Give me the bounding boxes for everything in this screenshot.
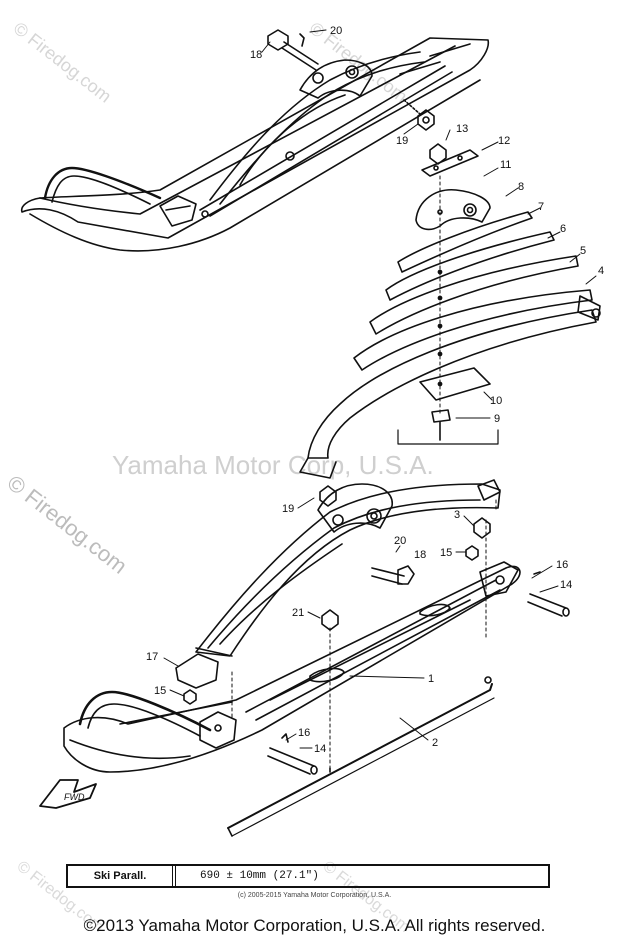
watermark-yamaha: Yamaha Motor Corp, U.S.A. bbox=[112, 450, 434, 480]
callout-14-front: 14 bbox=[314, 743, 326, 755]
callout-13: 13 bbox=[456, 123, 468, 135]
callout-16-front: 16 bbox=[298, 727, 310, 739]
spec-table: Ski Parall. 690 ± 10mm (27.1") bbox=[66, 864, 550, 888]
spring-stack bbox=[299, 143, 601, 479]
front-marker-text: FWD bbox=[64, 792, 85, 802]
callout-18-top: 18 bbox=[250, 49, 262, 61]
callout-14-rear: 14 bbox=[560, 579, 572, 591]
callout-15-rear: 15 bbox=[440, 547, 452, 559]
callout-17: 17 bbox=[146, 651, 158, 663]
top-ski-assembly bbox=[20, 37, 490, 252]
callout-6: 6 bbox=[560, 223, 566, 235]
callout-4: 4 bbox=[598, 265, 604, 277]
callout-7: 7 bbox=[538, 201, 544, 213]
front-direction-marker: FWD bbox=[39, 779, 97, 809]
callout-19-bottom: 19 bbox=[282, 503, 294, 515]
top-bolt-18 bbox=[267, 29, 319, 71]
callout-19-top: 19 bbox=[396, 135, 408, 147]
callout-5: 5 bbox=[580, 245, 586, 257]
pins bbox=[267, 571, 570, 775]
callout-10: 10 bbox=[490, 395, 502, 407]
copyright-notice: ©2013 Yamaha Motor Corporation, U.S.A. A… bbox=[83, 916, 546, 935]
callout-8: 8 bbox=[518, 181, 524, 193]
leader-lines bbox=[163, 29, 597, 749]
callout-12: 12 bbox=[498, 135, 510, 147]
tie-rod bbox=[227, 676, 495, 837]
callout-18-bottom: 18 bbox=[414, 549, 426, 561]
bottom-nuts bbox=[183, 485, 491, 705]
callout-16-rear: 16 bbox=[556, 559, 568, 571]
callout-11: 11 bbox=[500, 159, 511, 171]
top-nut-19 bbox=[403, 99, 435, 131]
assembly-centerlines bbox=[231, 499, 497, 773]
callout-21: 21 bbox=[292, 607, 304, 619]
spec-value: 690 ± 10mm (27.1") bbox=[200, 870, 319, 882]
callout-20-top: 20 bbox=[330, 25, 342, 37]
callout-3: 3 bbox=[454, 509, 460, 521]
bottom-ski-assembly bbox=[63, 479, 521, 773]
bottom-bolt-18 bbox=[371, 565, 415, 585]
callout-1: 1 bbox=[428, 673, 434, 685]
callout-15-front: 15 bbox=[154, 685, 166, 697]
copyright-small: (c) 2005-2015 Yamaha Motor Corporation, … bbox=[237, 892, 392, 899]
callout-20-bottom: 20 bbox=[394, 535, 406, 547]
callout-9: 9 bbox=[494, 413, 500, 425]
spec-label: Ski Parall. bbox=[68, 866, 176, 886]
callout-labels: 1 2 3 4 5 6 7 8 9 10 11 12 13 14 14 15 1… bbox=[146, 25, 604, 755]
callout-2: 2 bbox=[432, 737, 438, 749]
